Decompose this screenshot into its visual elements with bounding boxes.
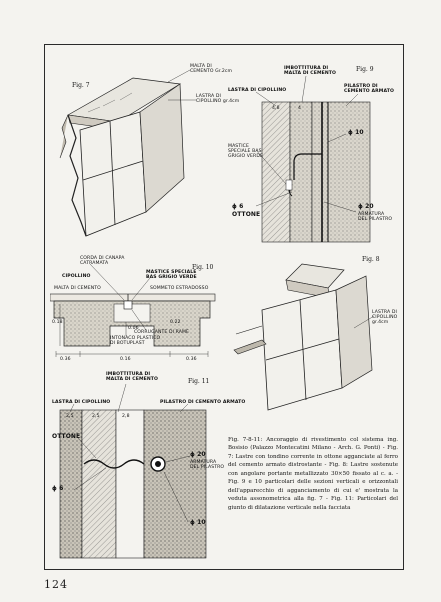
fig10-label: INTONACO PLASTICO (110, 336, 161, 341)
figure-11-tag: Fig. 11 (188, 378, 210, 385)
fig9-label: CEMENTO ARMATO (344, 89, 395, 94)
fig11-label: ϕ 6 (52, 485, 64, 492)
fig9-label: LASTRA DI CIPOLLINO (228, 88, 287, 93)
fig10-label: CIPOLLINO (62, 274, 91, 279)
fig11-label: OTTONE (52, 433, 81, 440)
fig9-label: IMBOTTITURA DI (284, 66, 329, 71)
fig9-label: 4,8 (272, 106, 280, 111)
fig11-label: IMBOTTITURA DI (106, 372, 151, 377)
fig9-label: PILASTRO DI (344, 84, 378, 89)
fig10-label: 0.36 (60, 357, 71, 362)
fig10-label: CATRAMATA (80, 261, 109, 266)
figure-11-drawing (59, 383, 207, 559)
fig11-label: ϕ 10 (190, 519, 206, 526)
fig11-label: ARMATURA (190, 460, 217, 465)
fig7-label: LASTRA DI (196, 94, 221, 99)
figure-8-drawing (233, 263, 375, 411)
figure-caption: Fig. 7-8-11: Ancoraggio di rivestimento … (228, 436, 398, 511)
fig10-label: MASTICE SPECIALE (146, 270, 197, 275)
fig8-label: CIPOLLINO (372, 315, 398, 320)
figure-7-drawing (59, 69, 196, 237)
fig11-label: 2,5 (92, 414, 100, 419)
fig9-label: OTTONE (232, 211, 261, 218)
fig11-label: ϕ 20 (190, 451, 206, 458)
fig11-label: DEL PILASTRO (190, 465, 225, 470)
fig10-label: 0.36 (186, 357, 197, 362)
fig11-label: MALTA DI CEMENTO (106, 377, 159, 382)
fig9-label: ϕ 20 (358, 203, 374, 210)
page-number: 124 (44, 578, 68, 591)
fig11-label: 2,5 (66, 414, 74, 419)
fig9-label: MALTA DI CEMENTO (284, 71, 337, 76)
figure-9: Fig. 9 IMBOTTITURA DI MALTA DI CEMENTO L… (226, 62, 396, 252)
fig11-label: PILASTRO DI CEMENTO ARMATO (160, 400, 246, 405)
figure-8-tag: Fig. 8 (362, 256, 380, 263)
figure-8: Fig. 8 LASTRA DI CIPOLLINO gr.4cm (226, 250, 398, 425)
fig10-label: CORDA DI CANAPA (80, 256, 125, 261)
fig10-label: DI BOTUPLAST (110, 341, 145, 346)
figure-7-tag: Fig. 7 (72, 82, 90, 89)
fig10-label: 0.22 (170, 320, 181, 325)
fig10-label: 0.18 (52, 320, 63, 325)
fig9-label: 4 (298, 106, 302, 111)
fig9-label: SPECIALE BAS (228, 149, 262, 154)
figure-10-drawing (50, 263, 216, 357)
fig10-label: 0.06 (128, 326, 139, 331)
fig11-label: 2,8 (122, 414, 130, 419)
figure-7: Fig. 7 MALTA DI CEMENTO Gr.2cm LASTRA DI… (48, 60, 239, 250)
fig10-label: SOMMETO ESTRADOSSO (150, 286, 209, 291)
fig9-label: MASTICE (228, 144, 249, 149)
figure-10-tag: Fig. 10 (192, 264, 214, 271)
fig7-label: CIPOLLINO gr.4cm (196, 99, 240, 104)
fig9-label: ϕ 10 (348, 129, 364, 136)
fig9-label: ϕ 6 (232, 203, 244, 210)
fig7-label: MALTA DI (190, 64, 212, 69)
figure-9-tag: Fig. 9 (356, 66, 374, 73)
fig8-label: LASTRA DI (372, 310, 397, 315)
fig8-label: gr.4cm (372, 320, 389, 325)
page-frame (44, 44, 404, 570)
fig11-label: LASTRA DI CIPOLLINO (52, 400, 111, 405)
figure-9-drawing (255, 75, 371, 243)
fig10-label: MALTA DI CEMENTO (54, 286, 101, 291)
figure-11: Fig. 11 IMBOTTITURA DI MALTA DI CEMENTO … (48, 372, 245, 568)
fig10-label: 0.16 (120, 357, 131, 362)
fig10-label: CORRUGANTE DI RAME (134, 330, 190, 335)
fig9-label: GRIGIO VERDE (228, 154, 263, 159)
figure-10: Fig. 10 CORDA DI CANAPA CATRAMATA CIPOLL… (50, 256, 220, 376)
fig9-label: ARMATURA (358, 212, 385, 217)
fig9-label: DEL PILASTRO (358, 217, 393, 222)
fig10-label: BAS GRIGIO VERDE (146, 275, 197, 280)
fig7-label: CEMENTO Gr.2cm (190, 69, 233, 74)
